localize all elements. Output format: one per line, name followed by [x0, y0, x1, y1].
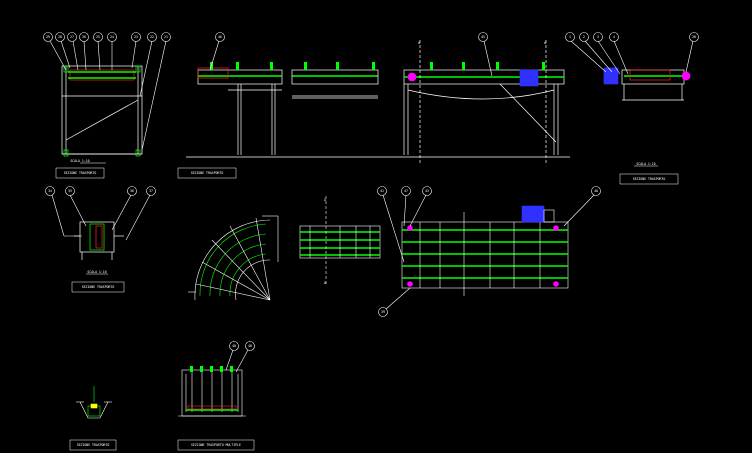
balloon-48b: 48 [248, 344, 252, 348]
view-1-caption: SCALA 1:10 SEZIONE TRASPORTO [55, 159, 106, 179]
view-8-title: SEZIONE TRASPORTO [77, 443, 110, 447]
balloon-48: 48 [594, 189, 598, 193]
section-mark-a4: A [324, 281, 326, 285]
balloon-26: 26 [82, 35, 86, 39]
balloon-24: 24 [110, 35, 114, 39]
view-2-caption: SEZIONE TRASPORTO [177, 167, 237, 179]
balloon-4: 4 [613, 35, 615, 39]
balloon-20: 20 [692, 35, 696, 39]
view-3-caption: SCALA 1:10 SEZIONE TRASPORTO [619, 162, 679, 185]
view-8-caption: SEZIONE TRASPORTO [69, 439, 117, 451]
view-2-title: SEZIONE TRASPORTO [191, 171, 224, 175]
view-1-scale: SCALA 1:10 [70, 159, 89, 163]
view-long-elevation [186, 40, 570, 165]
balloon-46: 46 [218, 35, 222, 39]
balloon-27: 27 [70, 35, 74, 39]
view-3-scale: SCALA 1:10 [636, 162, 655, 166]
balloon-1: 1 [569, 35, 571, 39]
balloon-43: 43 [425, 189, 429, 193]
view-2-balloons [209, 32, 493, 77]
view-curve-plan [188, 215, 279, 301]
section-mark-a2: A [544, 41, 546, 45]
view-9-green-marks [190, 366, 233, 372]
view-detail-section [74, 221, 124, 260]
balloon-22: 22 [150, 35, 154, 39]
balloon-29: 29 [46, 35, 50, 39]
section-mark-a3: A [324, 198, 326, 202]
view-4-scale: SCALA 1:10 [87, 270, 106, 274]
view-1-title: SEZIONE TRASPORTO [64, 171, 97, 175]
view-9-caption: SEZIONE TRASPORTO MULTIPLE [177, 439, 255, 451]
view-4-balloons [45, 186, 156, 241]
view-4-title: SEZIONE TRASPORTO [82, 285, 115, 289]
view-3-balloons [565, 32, 699, 75]
view-small-plan [299, 196, 381, 286]
view-tiny-section [76, 386, 112, 419]
balloon-40: 40 [232, 344, 236, 348]
balloon-2: 2 [583, 35, 585, 39]
balloon-28: 28 [58, 35, 62, 39]
balloon-36: 36 [130, 189, 134, 193]
balloon-3: 3 [597, 35, 599, 39]
view-9-title: SEZIONE TRASPORTO MULTIPLE [191, 443, 241, 447]
balloon-47: 47 [404, 189, 408, 193]
view-multiple-section [178, 369, 246, 417]
balloon-34: 34 [48, 189, 52, 193]
balloon-45: 45 [481, 35, 485, 39]
view-side-section-left [61, 65, 143, 157]
balloon-39: 39 [381, 310, 385, 314]
balloon-37: 37 [149, 189, 153, 193]
view-4-caption: SCALA 1:10 SEZIONE TRASPORTO [71, 270, 125, 293]
view-1-balloons [43, 32, 171, 151]
section-mark-a1: A [418, 41, 420, 45]
balloon-23: 23 [134, 35, 138, 39]
view-right-section [603, 67, 691, 101]
view-9-balloons [225, 341, 255, 373]
view-7-balloons [377, 186, 601, 317]
balloon-25: 25 [96, 35, 100, 39]
view-3-title: SEZIONE TRASPORTO [633, 177, 666, 181]
view-1-balloon-labels: 29 28 27 26 25 24 23 22 21 [46, 35, 168, 39]
balloon-41: 41 [380, 189, 384, 193]
balloon-21: 21 [164, 35, 168, 39]
balloon-35: 35 [68, 189, 72, 193]
